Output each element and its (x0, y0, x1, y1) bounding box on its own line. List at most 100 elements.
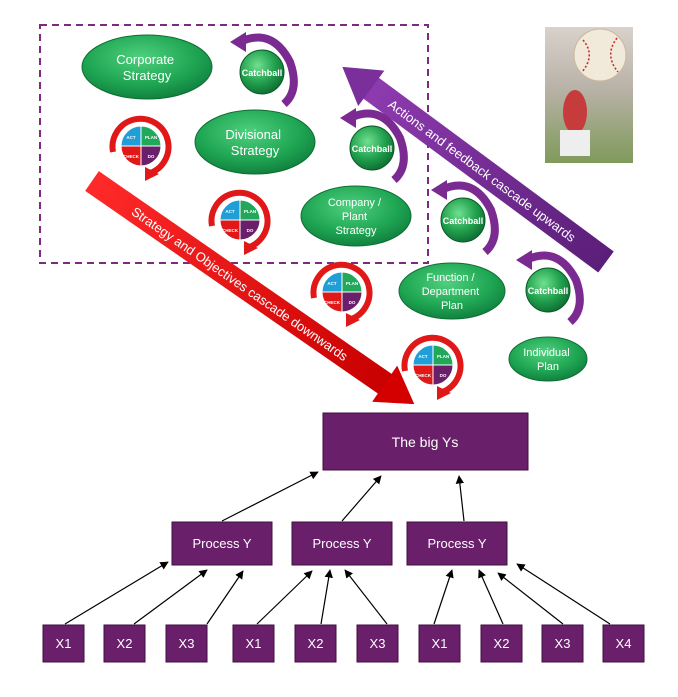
pdca-quadrant-label: ACT (327, 281, 336, 286)
pdca-quadrant (239, 219, 261, 241)
pdca-quadrant (239, 199, 261, 221)
input-label: X4 (616, 636, 632, 651)
pdca-quadrant-label: ACT (225, 209, 234, 214)
process-label: Process Y (427, 536, 486, 551)
svg-text:Company / Plant St: Company / Plant Strategy (328, 197, 384, 237)
catchball-label: Catchball (352, 144, 393, 154)
pdca-quadrant-label: CHECK (415, 373, 432, 378)
svg-text:Individual Plan: Individual Plan (523, 347, 573, 373)
input-label: X1 (246, 636, 262, 651)
pdca-ring-arrow (310, 261, 373, 323)
pdca-quadrant (321, 291, 343, 313)
pdca-quadrant (412, 364, 434, 386)
connector (478, 569, 504, 625)
catchball-circle (239, 49, 285, 95)
big-ys-box: The big Ys (322, 412, 529, 471)
big-ys-label: The big Ys (392, 434, 459, 450)
pdca-quadrant (120, 145, 142, 167)
input-box: X1 (232, 624, 275, 663)
connector (320, 569, 333, 625)
pdca-quadrant (140, 125, 162, 147)
baseball-pitcher-photo (545, 27, 633, 163)
pdca-wheel: ACT PLAN CHECK DO (310, 261, 373, 327)
catchball: Catchball (516, 250, 584, 326)
pdca-quadrant (432, 364, 454, 386)
pdca-quadrant-label: PLAN (145, 135, 157, 140)
pdca-quadrant-label: PLAN (437, 354, 449, 359)
input-label: X2 (117, 636, 133, 651)
pdca-quadrant-label: DO (247, 228, 254, 233)
strategy-level-individual: Individual Plan (508, 336, 588, 382)
pdca-quadrant-label: DO (148, 154, 155, 159)
pdca-quadrant (219, 219, 241, 241)
input-box: X1 (42, 624, 85, 663)
catchball-arrow-head (340, 108, 356, 128)
pdca-quadrant (341, 271, 363, 293)
pdca-group: ACT PLAN CHECK DO ACT PLAN CHECK DO ACT PLAN CHECK… (109, 115, 464, 400)
strategy-level-company-plant: Company / Plant Strategy (300, 185, 412, 247)
pdca-ring-arrow-head (244, 241, 258, 255)
connector (64, 561, 169, 625)
pdca-quadrant-label: CHECK (222, 228, 239, 233)
input-box: X4 (602, 624, 645, 663)
pdca-quadrant-label: DO (349, 300, 356, 305)
catchball-label: Catchball (528, 286, 569, 296)
pdca-quadrant (412, 344, 434, 366)
connector (344, 569, 388, 625)
input-box: X1 (418, 624, 461, 663)
connector (133, 569, 208, 625)
pdca-quadrant-label: PLAN (346, 281, 358, 286)
strategy-label-line: Divisional (225, 127, 281, 142)
pdca-ring-arrow (208, 189, 271, 251)
svg-text:Divisional Strategy: Divisional Strategy (225, 127, 284, 158)
catchball: Catchball (431, 180, 499, 256)
pdca-quadrant-label: CHECK (324, 300, 341, 305)
process-box-1: Process Y (171, 521, 273, 566)
pdca-quadrant (140, 145, 162, 167)
pdca-quadrant (321, 271, 343, 293)
strategy-label-line: Strategy (336, 225, 377, 237)
connector (221, 471, 319, 522)
catchball-curved-arrow (348, 109, 408, 184)
strategy-label-line: Corporate (116, 52, 174, 67)
pdca-quadrant-label: ACT (418, 354, 427, 359)
catchball: Catchball (340, 108, 408, 184)
input-box: X2 (480, 624, 523, 663)
strategy-label-line: Plan (441, 300, 463, 312)
strategy-label-line: Individual (523, 347, 569, 359)
tree-connectors (64, 471, 611, 625)
input-box: X2 (294, 624, 337, 663)
svg-text:Function / Department: Function / Department Plan (422, 272, 483, 312)
strategy-level-function-department: Function / Department Plan (398, 262, 506, 320)
pdca-ring-arrow-head (145, 167, 159, 181)
input-label: X1 (432, 636, 448, 651)
strategy-label-line: Company / (328, 197, 382, 209)
input-label: X3 (179, 636, 195, 651)
catchball-curved-arrow (524, 251, 584, 326)
pdca-ring-arrow (401, 334, 464, 396)
connector (516, 563, 611, 625)
svg-text:Corporate Strategy: Corporate Strategy (116, 52, 177, 83)
pdca-quadrant-label: CHECK (123, 154, 140, 159)
strategy-label-line: Strategy (123, 68, 172, 83)
connector (341, 475, 382, 522)
catchball-circle (440, 197, 486, 243)
catchball-circle (525, 267, 571, 313)
strategy-label-line: Plant (342, 211, 367, 223)
strategy-level-divisional: Divisional Strategy (194, 109, 316, 175)
process-box-3: Process Y (406, 521, 508, 566)
input-label: X1 (56, 636, 72, 651)
pdca-quadrant (219, 199, 241, 221)
pdca-ring-arrow (109, 115, 172, 177)
input-label: X2 (308, 636, 324, 651)
connector (455, 475, 465, 522)
catchball-label: Catchball (443, 216, 484, 226)
connector (256, 570, 313, 625)
catchball-circle (349, 125, 395, 171)
catchball-arrow-head (516, 250, 532, 270)
strategy-label-line: Plan (537, 361, 559, 373)
